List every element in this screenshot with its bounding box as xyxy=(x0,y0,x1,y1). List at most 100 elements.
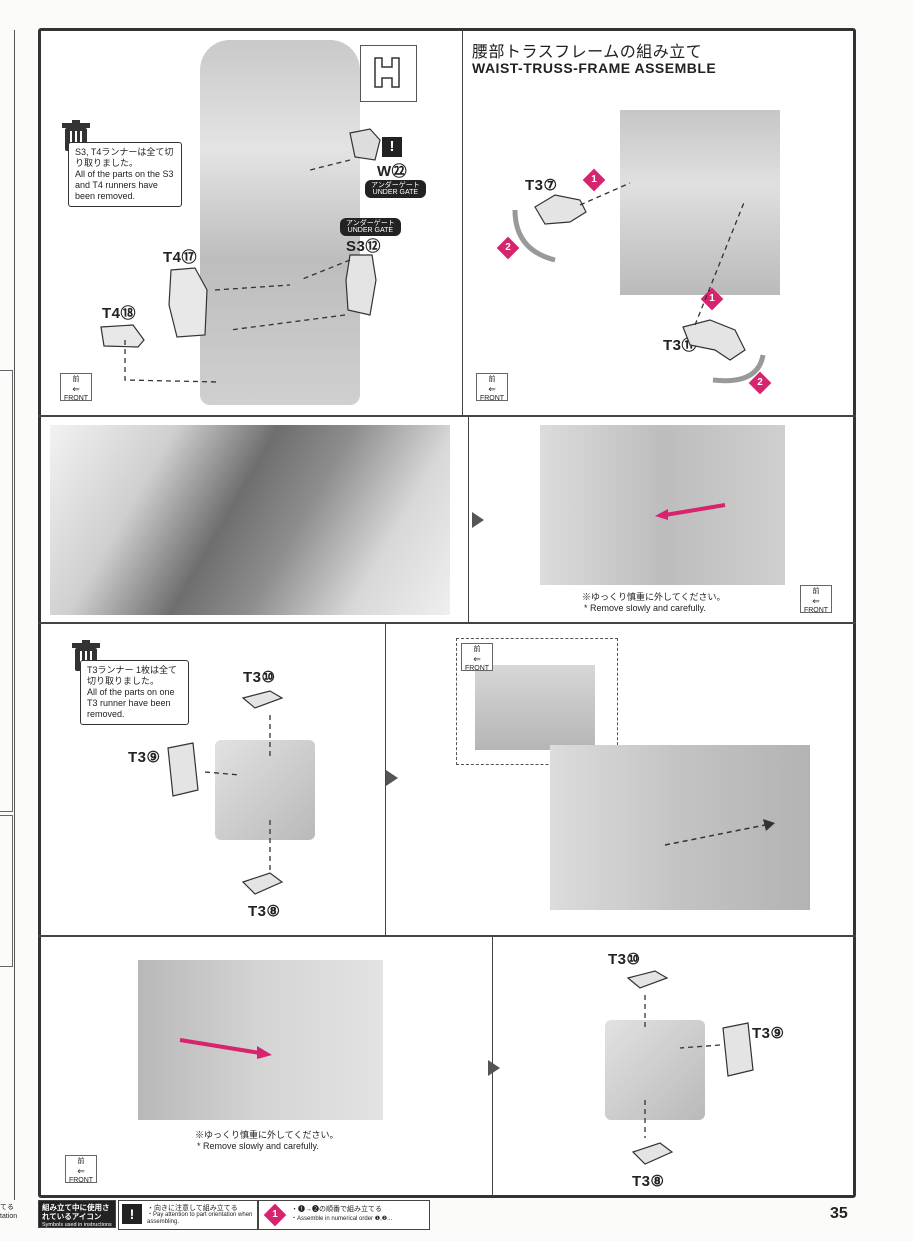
leg-illustration xyxy=(200,40,360,405)
sidebar-strip xyxy=(0,30,15,1200)
page-number: 35 xyxy=(830,1205,848,1222)
step-2-marker-b: 2 xyxy=(748,371,772,395)
orientation-box xyxy=(360,45,417,102)
runner-note-en-2: All of the parts on one T3 runner have b… xyxy=(87,687,175,719)
waist-block-illustration-1 xyxy=(215,740,315,840)
remove-note-jp-1: ※ゆっくり慎重に外してください。 xyxy=(582,592,726,602)
front-jp-5: 前 xyxy=(77,1158,85,1165)
legend-icon-1-box: ! ・向きに注意して組み立てる ・Pay attention to part o… xyxy=(118,1200,258,1230)
attach-dashed-arrow xyxy=(664,819,775,846)
runner-note-jp-2: T3ランナー 1枚は全て切り取りました。 xyxy=(87,665,178,686)
part-t4-18 xyxy=(100,324,145,348)
under-gate-jp-2: アンダーゲート xyxy=(346,220,395,227)
part-label-t3-7: T3⑦ xyxy=(525,177,558,194)
attention-legend-icon: ! xyxy=(122,1204,142,1224)
front-jp-1: 前 xyxy=(72,376,80,383)
dashed-guide-lines-1 xyxy=(124,159,351,383)
part-s3-12 xyxy=(345,254,377,316)
front-indicator-4: 前 ⇐ FRONT xyxy=(461,643,493,672)
flow-arrow-1 xyxy=(472,512,484,528)
part-label-t4-18: T4⑱ xyxy=(102,305,137,322)
row-divider-1 xyxy=(38,415,856,417)
col-divider-3 xyxy=(385,623,386,935)
front-jp-3: 前 xyxy=(812,588,820,595)
runner-note-en: All of the parts on the S3 and T4 runner… xyxy=(75,169,174,201)
sidebar-box-1 xyxy=(0,370,13,812)
part-w22 xyxy=(349,128,381,161)
under-gate-badge-1: アンダーゲート UNDER GATE xyxy=(365,180,426,198)
order-legend-icon: 1 xyxy=(263,1203,287,1227)
legend-title-box: 組み立て中に使用されているアイコン Symbols used in instru… xyxy=(38,1200,116,1228)
detach-arrow xyxy=(179,1038,272,1059)
col-divider-2 xyxy=(468,416,469,622)
runner-removed-note-2: T3ランナー 1枚は全て切り取りました。 All of the parts on… xyxy=(80,660,189,725)
part-t3-11 xyxy=(682,319,746,361)
remove-note-jp-2: ※ゆっくり慎重に外してください。 xyxy=(195,1130,339,1140)
dashed-guide-lines-2 xyxy=(579,182,746,326)
part-w22-outline xyxy=(374,57,400,88)
front-en-1: FRONT xyxy=(63,395,89,402)
remove-note-en-1: * Remove slowly and carefully. xyxy=(584,603,706,613)
part-t3-9-a xyxy=(167,742,199,797)
part-t3-8-b xyxy=(631,1142,674,1165)
runner-removed-note: S3, T4ランナーは全て切り取りました。 All of the parts o… xyxy=(68,142,182,207)
sidebar-text-1: てる xyxy=(0,1204,14,1211)
attention-icon: ! xyxy=(382,137,402,157)
part-t3-7 xyxy=(534,194,587,225)
waist-block-illustration-2 xyxy=(605,1020,705,1120)
section-title-jp: 腰部トラスフレームの組み立て xyxy=(472,44,703,61)
pull-arrow xyxy=(655,503,726,520)
inset-illustration xyxy=(475,665,595,750)
part-label-w22: W㉒ xyxy=(377,163,408,180)
dashed-guide-lines-4 xyxy=(644,995,721,1138)
front-jp-4: 前 xyxy=(473,646,481,653)
front-en-3: FRONT xyxy=(803,607,829,614)
part-label-t4-17: T4⑰ xyxy=(163,249,198,266)
under-gate-en-1: UNDER GATE xyxy=(372,189,419,196)
row-divider-2 xyxy=(38,622,856,624)
legend-icon-1-jp: ・向きに注意して組み立てる xyxy=(147,1205,238,1212)
dashed-guide-lines-3 xyxy=(204,715,271,870)
part-t3-8-a xyxy=(241,872,284,895)
front-jp-2: 前 xyxy=(488,376,496,383)
legend-icon-2-jp: ・❶→❷の順番で組み立てる xyxy=(291,1206,382,1213)
part-label-t3-9-b: T3⑨ xyxy=(752,1025,785,1042)
front-en-2: FRONT xyxy=(479,395,505,402)
flow-arrow-3 xyxy=(488,1060,500,1076)
runner-note-jp: S3, T4ランナーは全て切り取りました。 xyxy=(75,147,174,168)
legend-icon-1-en: ・Pay attention to part orientation when … xyxy=(147,1212,253,1225)
row-divider-3 xyxy=(38,935,856,937)
part-t4-17 xyxy=(168,267,208,338)
under-gate-badge-2: アンダーゲート UNDER GATE xyxy=(340,218,401,236)
part-label-t3-8-b: T3⑧ xyxy=(632,1173,665,1190)
waist-removal-illustration xyxy=(540,425,785,585)
legend-title-en: Symbols used in instructions xyxy=(42,1222,112,1228)
rotation-arrow-b xyxy=(712,354,766,384)
waist-detach-illustration xyxy=(138,960,383,1120)
col-divider-1 xyxy=(462,30,463,415)
under-gate-jp-1: アンダーゲート xyxy=(371,182,420,189)
remove-note-en-2: * Remove slowly and carefully. xyxy=(197,1141,319,1151)
front-en-5: FRONT xyxy=(68,1177,94,1184)
section-title-en: WAIST-TRUSS-FRAME ASSEMBLE xyxy=(472,60,717,76)
under-gate-en-2: UNDER GATE xyxy=(347,227,394,234)
rotation-arrow-a xyxy=(512,209,556,263)
part-label-t3-10-b: T3⑩ xyxy=(608,951,641,968)
front-indicator-1: 前 ⇐ FRONT xyxy=(60,373,92,402)
legend-icon-2-en: ・Assemble in numerical order ❶,❷... xyxy=(291,1216,393,1222)
part-t3-10-b xyxy=(626,970,669,989)
flow-arrow-2 xyxy=(386,770,398,786)
sidebar-box-2 xyxy=(0,815,13,967)
front-en-4: FRONT xyxy=(464,665,490,672)
part-label-s3-12: S3⑫ xyxy=(346,238,381,255)
sidebar-text-2: tation xyxy=(0,1213,18,1220)
part-t3-9-b xyxy=(722,1022,754,1077)
front-indicator-2: 前 ⇐ FRONT xyxy=(476,373,508,402)
legend-title-jp: 組み立て中に使用されているアイコン xyxy=(42,1203,110,1221)
part-t3-10-a xyxy=(241,690,284,709)
part-label-t3-8-a: T3⑧ xyxy=(248,903,281,920)
part-label-t3-10-a: T3⑩ xyxy=(243,669,276,686)
legend-icon-2-box: 1 ・❶→❷の順番で組み立てる ・Assemble in numerical o… xyxy=(258,1200,430,1230)
part-label-t3-9-a: T3⑨ xyxy=(128,749,161,766)
waist-illustration xyxy=(620,110,780,295)
